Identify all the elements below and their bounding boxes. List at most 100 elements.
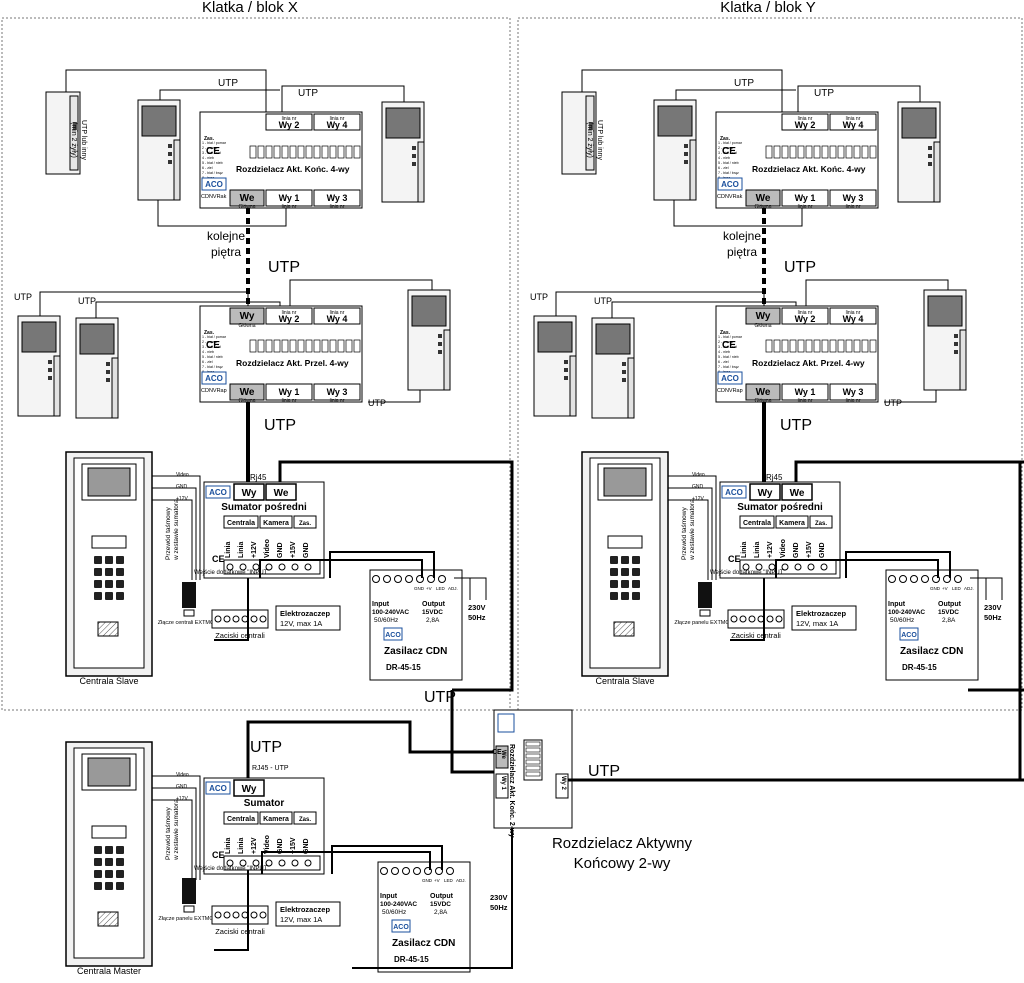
input-label: Wejście dodatkowe "INPUT"	[194, 570, 270, 576]
summator-title: Sumator	[244, 798, 285, 809]
wy1-label: Wy 1	[795, 387, 816, 397]
terminal-screw	[807, 563, 815, 571]
dip-switch	[353, 339, 361, 353]
terminals-label: Zaciski centrali	[215, 631, 265, 640]
pin-label: Linia	[238, 542, 245, 558]
connector	[313, 189, 361, 207]
wy1-port	[495, 773, 509, 799]
psu-vplus: +V	[942, 586, 948, 591]
lock-spec: 12V, max 1A	[796, 619, 838, 628]
wy-port	[749, 483, 781, 501]
zas-block	[293, 515, 317, 529]
input-label: Wejście dodatkowe "INPUT"	[710, 570, 786, 576]
monitor-key	[106, 370, 110, 374]
video-monitor	[923, 289, 967, 391]
psu-terminal	[438, 575, 446, 583]
extmod-pins	[183, 905, 195, 913]
keypad-key	[632, 556, 640, 564]
psu-input: Input	[372, 601, 390, 608]
keypad-key	[116, 846, 124, 854]
camera-lens-area	[87, 467, 131, 497]
utp-label: UTP	[814, 88, 834, 99]
ce-mark: CE	[722, 340, 736, 351]
centrala-block	[223, 811, 259, 825]
psu-terminal	[372, 575, 380, 583]
dip-switch	[525, 753, 541, 759]
utp-riser-label: UTP	[784, 259, 816, 276]
dip-switch	[289, 339, 297, 353]
keypad-key	[105, 580, 113, 588]
rj45-label: Rj45	[250, 473, 267, 482]
ce-mark: CE	[206, 146, 220, 157]
wire	[157, 200, 287, 227]
we-label: We	[756, 387, 771, 398]
psu-output-spec2: 2,8A	[942, 617, 956, 624]
psu-adj: ADJ.	[964, 586, 974, 591]
kamera-block	[259, 515, 293, 529]
psu-terminal	[413, 867, 421, 875]
ribbon-note-2: w zestawie sumatora	[173, 499, 180, 561]
monitor-key	[48, 360, 52, 364]
dip-switch	[525, 771, 541, 777]
dip-switch	[265, 339, 273, 353]
terminal-screw	[278, 563, 286, 571]
ribbon-video: Video	[692, 472, 705, 478]
terminal-screw	[304, 563, 312, 571]
monitor-key	[438, 334, 442, 338]
monitor-key	[622, 362, 626, 366]
terminal-screw	[223, 615, 231, 623]
connector-main	[745, 383, 781, 401]
wy4-label: Wy 4	[327, 314, 348, 324]
panel-terminals: Zaciski centrali	[211, 609, 269, 640]
pin-label: GND	[303, 838, 310, 854]
wire	[466, 577, 487, 600]
zas-label: Zas.	[815, 521, 827, 527]
wire-legend-item: 2 - pomar	[202, 340, 218, 344]
terminals-label: Zaciski centrali	[215, 927, 265, 936]
utp-note: UTP lub inny	[596, 120, 603, 160]
monitor-key	[954, 334, 958, 338]
wire	[581, 69, 783, 112]
lock-box	[791, 605, 857, 631]
wire-legend-item: 7 - biał / brąz	[718, 365, 739, 369]
psu-terminal	[446, 867, 454, 875]
pin-label: Video	[780, 539, 787, 558]
dip-switch	[829, 145, 837, 159]
wire	[152, 487, 197, 580]
rj45-label: Rj45	[766, 473, 783, 482]
zas-label: Zas.	[299, 817, 311, 823]
video-monitor	[897, 101, 941, 203]
wy1-label: Wy 1	[279, 387, 300, 397]
keypad-key	[116, 568, 124, 576]
zas-label: Zas.	[720, 330, 731, 336]
call-panel: Centrala Master	[65, 741, 153, 976]
psu-vplus: +V	[434, 878, 440, 883]
glowna-label: Główna	[239, 323, 256, 329]
utp-note-sub: (min 2 żyły)	[70, 122, 77, 158]
dip-switch	[257, 339, 265, 353]
ribbon-note-2: w zestawie sumatora	[173, 799, 180, 861]
terminal-screw	[214, 911, 222, 919]
video-monitor	[533, 315, 577, 417]
terminal-screw	[742, 563, 750, 571]
terminal-screw	[291, 859, 299, 867]
monitor-key	[684, 144, 688, 148]
connector	[829, 189, 877, 207]
wire	[450, 690, 494, 774]
wire	[289, 279, 433, 306]
pin-label: +12V	[251, 837, 258, 854]
dip-switch	[281, 339, 289, 353]
monitor-handset	[959, 329, 967, 391]
terminal-screw	[291, 563, 299, 571]
dip-switch	[273, 339, 281, 353]
cdn-logo-box	[497, 713, 515, 733]
utp-label: UTP	[594, 296, 612, 306]
utp-master-label: UTP	[250, 739, 282, 756]
next-floors: kolejne	[207, 229, 245, 243]
psu-terminal	[427, 575, 435, 583]
panel-label: Centrala Slave	[79, 676, 138, 686]
